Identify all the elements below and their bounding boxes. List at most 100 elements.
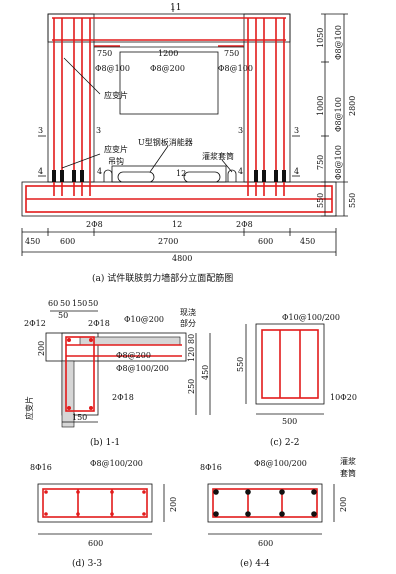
stirrup-44 xyxy=(212,488,318,518)
bar-r2: Φ8@100 xyxy=(334,97,343,132)
bar-2phi12: 2Φ12 xyxy=(24,319,46,328)
bar-dot-2 xyxy=(89,338,93,342)
dim-250: 250 xyxy=(187,379,196,394)
grout-sleeves-left xyxy=(52,170,84,182)
bar-label-mid: Φ8@200 xyxy=(150,64,185,73)
caption-1-1: (b) 1-1 xyxy=(90,437,120,448)
bar-33-long: 8Φ16 xyxy=(30,463,52,472)
u-damper-right xyxy=(183,171,221,183)
dim-80: 80 xyxy=(187,334,196,344)
wall-outline-44 xyxy=(207,483,323,523)
u-damper-left xyxy=(117,171,155,183)
label-sec4-mid: 4 xyxy=(97,167,102,176)
dim-750-right: 750 xyxy=(224,49,239,58)
col-stirrup-22 xyxy=(261,329,319,399)
leader-sleeve xyxy=(221,159,233,173)
beam-stirrup xyxy=(65,336,95,412)
bar-r3: Φ8@100 xyxy=(334,145,343,180)
leader-strain-2 xyxy=(61,153,101,169)
label-12: 12 xyxy=(172,220,182,229)
dim-50a: 50 xyxy=(60,299,70,308)
label-sec4-mid2: 4 xyxy=(238,167,243,176)
label-grout-sleeve: 灌浆套筒 xyxy=(202,151,234,161)
bars-33 xyxy=(44,490,146,516)
bar-33-stirrup: Φ8@100/200 xyxy=(90,459,143,468)
bar-dot-3 xyxy=(67,406,71,410)
dim-450-left: 450 xyxy=(25,237,40,246)
dim-4800: 4800 xyxy=(172,254,192,263)
dim-44-600: 600 xyxy=(258,539,273,548)
dim-22-500: 500 xyxy=(282,417,297,426)
wall-outline-33 xyxy=(37,483,153,523)
dim-550-r2: 550 xyxy=(348,193,357,208)
label-2phi8-right: 2Φ8 xyxy=(236,220,253,229)
label-2phi8-left: 2Φ8 xyxy=(86,220,103,229)
opening-outline xyxy=(119,51,219,115)
bar-dot-1 xyxy=(67,338,71,342)
dim-44-200: 200 xyxy=(339,497,348,512)
bar-phi10: Φ10@200 xyxy=(124,315,164,324)
section-1-1: 60 50 150 50 50 2Φ12 2Φ18 Φ10@200 现浇 部分 … xyxy=(24,299,211,448)
dim-1000: 1000 xyxy=(316,96,325,116)
label-grout-44-1: 灌浆 xyxy=(340,456,356,466)
label-cast-in-place-1: 现浇 xyxy=(180,307,196,317)
dim-1200: 1200 xyxy=(158,49,178,58)
bar-label-right: Φ8@100 xyxy=(218,64,253,73)
bar-2phi18-bottom: 2Φ18 xyxy=(112,393,134,402)
damper-zone xyxy=(111,165,227,183)
col-outline-22 xyxy=(255,323,325,405)
dim-50c: 50 xyxy=(58,311,68,320)
dim-50b: 50 xyxy=(88,299,98,308)
leader-strain-1 xyxy=(63,57,101,95)
grout-sleeves-right xyxy=(254,170,286,182)
bar-2phi18-top: 2Φ18 xyxy=(88,319,110,328)
bar-22-top: Φ10@100/200 xyxy=(282,313,340,322)
bar-44-long: 8Φ16 xyxy=(200,463,222,472)
dim-600-left: 600 xyxy=(60,237,75,246)
bar-dot-4 xyxy=(89,406,93,410)
caption-elevation: (a) 试件联肢剪力墙部分立面配筋图 xyxy=(92,272,233,284)
dim-450: 450 xyxy=(201,365,210,380)
label-12-mid: 12 xyxy=(176,169,186,178)
dim-450-right: 450 xyxy=(300,237,315,246)
dim-1050: 1050 xyxy=(316,28,325,48)
label-sec4-left: 4 xyxy=(38,167,43,176)
dim-150: 150 xyxy=(72,299,87,308)
lifting-hook-left xyxy=(103,169,113,182)
section-3-3: 8Φ16 Φ8@100/200 200 600 (d) 3-3 xyxy=(30,459,178,569)
label-sec3-mid: 3 xyxy=(96,126,101,135)
bar-22-side: 10Φ20 xyxy=(330,393,357,402)
label-strain-gauge-1: 应变片 xyxy=(104,90,128,100)
section-4-4: 8Φ16 Φ8@100/200 灌浆 套筒 200 600 (e) 4-4 xyxy=(200,456,356,569)
dim-22-550: 550 xyxy=(236,357,245,372)
label-grout-44-2: 套筒 xyxy=(340,468,356,478)
caption-4-4: (e) 4-4 xyxy=(240,558,270,569)
dim-600-right: 600 xyxy=(258,237,273,246)
slab-outline xyxy=(45,332,187,362)
dim-550-r: 550 xyxy=(316,193,325,208)
dim-33-600: 600 xyxy=(88,539,103,548)
label-11-top: 11 xyxy=(170,3,181,13)
dim-200: 200 xyxy=(37,341,46,356)
dim-120: 120 xyxy=(187,347,196,362)
dim-60: 60 xyxy=(48,299,58,308)
bar-phi8-200: Φ8@200 xyxy=(116,351,151,360)
label-sec3-mid2: 3 xyxy=(238,126,243,135)
label-u-damper: U型钢板消能器 xyxy=(138,137,193,147)
label-sec4-right: 4 xyxy=(294,167,299,176)
lifting-hook-right xyxy=(227,169,237,182)
label-lifting-hook: 吊钩 xyxy=(108,156,124,166)
elevation-view: 11 750 1200 750 Φ8@100 Φ8@200 Φ8@100 应变片… xyxy=(21,3,357,284)
stirrup-33 xyxy=(42,488,148,518)
dim-150b: 150 xyxy=(72,413,87,422)
sleeves-44 xyxy=(213,489,317,517)
label-sec3-left: 3 xyxy=(38,126,43,135)
label-strain-gauge-2: 应变片 xyxy=(104,144,128,154)
caption-2-2: (c) 2-2 xyxy=(270,437,299,448)
dim-2800: 2800 xyxy=(348,96,357,116)
bar-phi8-100-200: Φ8@100/200 xyxy=(116,364,169,373)
caption-3-3: (d) 3-3 xyxy=(72,558,102,569)
dim-ticks-bottom xyxy=(21,228,337,256)
dim-ticks-right xyxy=(321,13,348,217)
